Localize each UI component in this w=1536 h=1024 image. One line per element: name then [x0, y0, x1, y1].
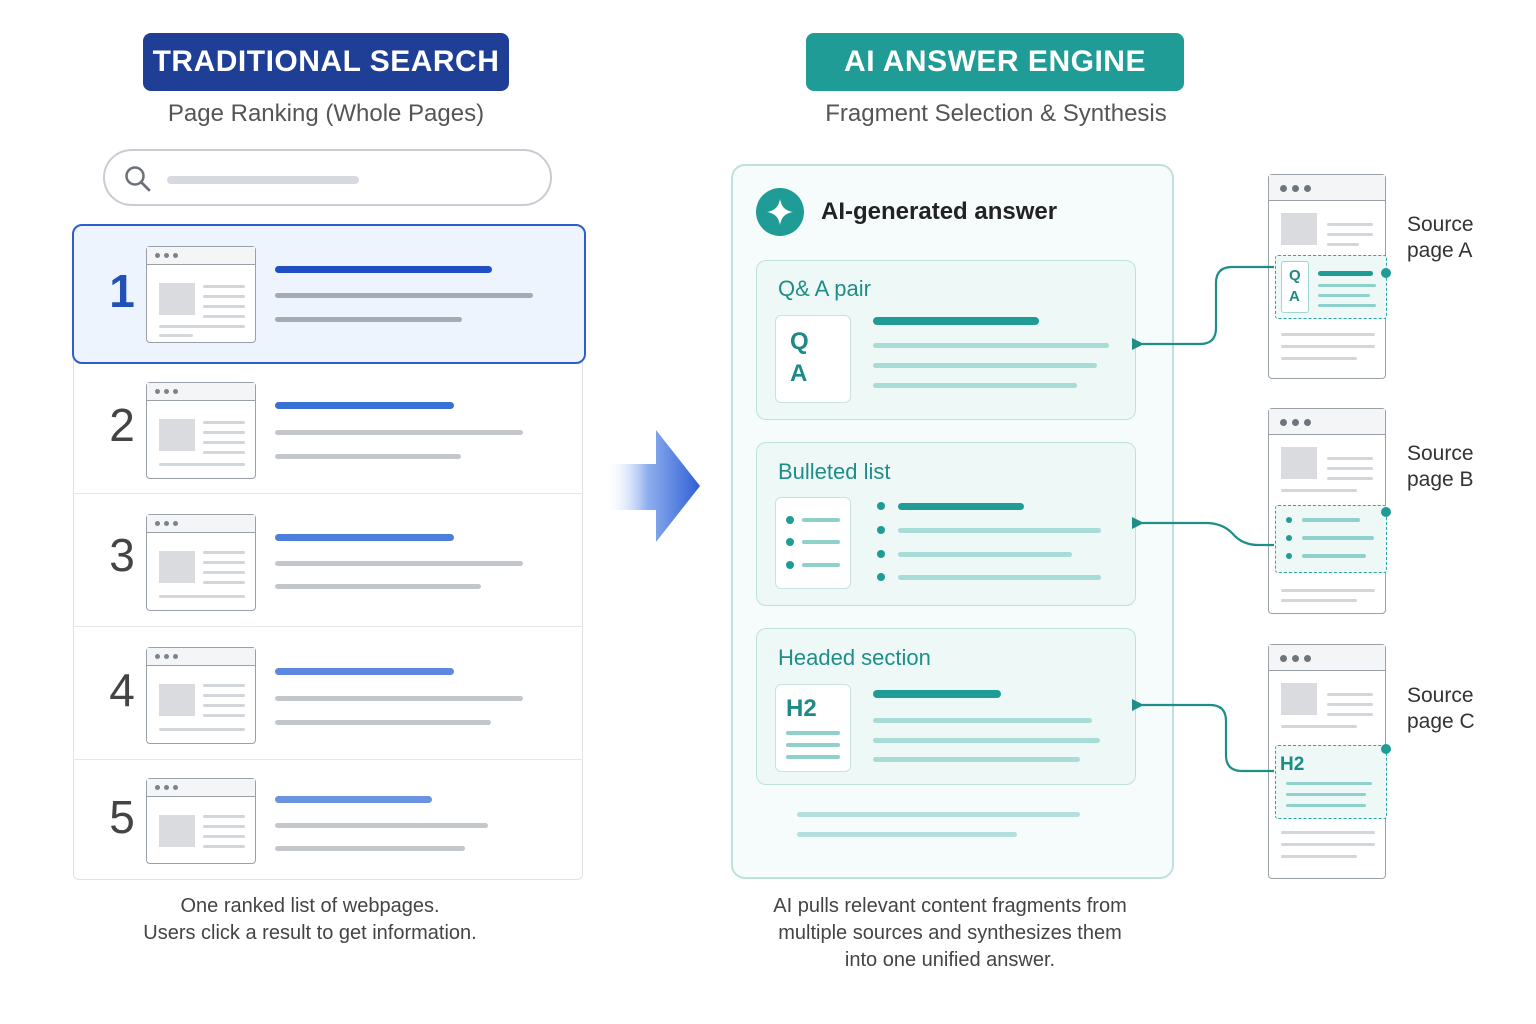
ai-caption: AI pulls relevant content fragments from… — [740, 893, 1160, 974]
source-a-fragment: Q A — [1275, 255, 1387, 319]
rank-number: 3 — [109, 529, 135, 581]
result-snippet-line — [275, 293, 533, 298]
card-label: Headed section — [778, 645, 931, 670]
traditional-caption: One ranked list of webpages. Users click… — [100, 893, 520, 947]
qa-mini-icon: Q A — [775, 315, 851, 403]
search-bar[interactable] — [103, 149, 552, 206]
result-title-line — [275, 266, 492, 273]
right-arrow-icon — [604, 430, 700, 542]
caption-line: AI pulls relevant content fragments from — [773, 895, 1127, 917]
source-c-fragment: H2 — [1275, 745, 1387, 819]
traditional-search-header: TRADITIONAL SEARCH — [143, 33, 509, 91]
card-heading-line — [873, 317, 1039, 325]
source-c-label: Source page C — [1407, 683, 1475, 735]
source-a-label: Source page A — [1407, 212, 1474, 264]
result-title-line — [275, 402, 454, 409]
h2-text: H2 — [786, 695, 817, 722]
webpage-thumbnail — [146, 514, 256, 611]
answer-summary-line — [797, 812, 1080, 817]
source-label-line: page B — [1407, 468, 1474, 491]
headed-section-card: Headed section H2 — [756, 628, 1136, 785]
rank-number: 4 — [109, 664, 135, 716]
caption-line: Users click a result to get information. — [143, 922, 477, 944]
source-label-line: Source — [1407, 442, 1474, 465]
source-page-a[interactable]: Q A — [1268, 174, 1387, 379]
q-letter: Q — [790, 328, 809, 355]
result-title-line — [275, 668, 454, 675]
webpage-thumbnail — [146, 382, 256, 479]
source-page-c[interactable]: H2 — [1268, 644, 1387, 879]
ai-answer-engine-header: AI ANSWER ENGINE — [806, 33, 1184, 91]
result-row-2[interactable]: 2 — [74, 366, 582, 494]
rank-number: 1 — [109, 265, 135, 317]
bullet-dot — [877, 502, 885, 510]
rank-number: 2 — [109, 399, 135, 451]
result-row-4[interactable]: 4 — [74, 627, 582, 760]
webpage-thumbnail — [146, 647, 256, 744]
bulleted-list-card: Bulleted list — [756, 442, 1136, 606]
card-text-line — [898, 528, 1101, 533]
search-icon — [125, 166, 151, 192]
caption-line: multiple sources and synthesizes them — [778, 922, 1122, 944]
source-b-label: Source page B — [1407, 441, 1474, 493]
result-title-line — [275, 534, 454, 541]
result-title-line — [275, 796, 432, 803]
fragment-a-letter: A — [1289, 288, 1300, 305]
result-snippet-line — [275, 561, 523, 566]
source-label-line: Source — [1407, 213, 1474, 236]
h2-mini-icon: H2 — [775, 684, 851, 772]
card-text-line — [873, 383, 1077, 388]
ranked-results-list: 1 2 3 — [72, 224, 586, 880]
caption-line: into one unified answer. — [844, 949, 1056, 971]
card-heading-line — [873, 690, 1001, 698]
card-text-line — [873, 718, 1092, 723]
result-snippet-line — [275, 720, 491, 725]
bullet-dot — [877, 550, 885, 558]
rank-number: 5 — [109, 791, 135, 843]
card-text-line — [873, 363, 1097, 368]
card-text-line — [898, 575, 1101, 580]
bullet-dot — [877, 526, 885, 534]
result-row-5[interactable]: 5 — [74, 760, 582, 880]
answer-summary-line — [797, 832, 1017, 837]
card-text-line — [873, 757, 1080, 762]
card-label: Bulleted list — [778, 459, 891, 484]
qa-pair-card: Q& A pair Q A — [756, 260, 1136, 420]
result-snippet-line — [275, 317, 462, 322]
result-snippet-line — [275, 454, 461, 459]
fragment-q-letter: Q — [1289, 267, 1301, 284]
source-page-b[interactable] — [1268, 408, 1387, 614]
result-snippet-line — [275, 823, 488, 828]
search-query-placeholder-line — [167, 176, 359, 184]
fragment-h2-text: H2 — [1280, 754, 1305, 775]
sparkle-icon — [756, 188, 804, 236]
source-label-line: page A — [1407, 239, 1473, 262]
source-b-fragment — [1275, 505, 1387, 573]
result-row-1[interactable]: 1 — [72, 224, 586, 364]
webpage-thumbnail — [146, 778, 256, 864]
webpage-thumbnail — [146, 246, 256, 343]
card-heading-line — [898, 503, 1024, 510]
result-snippet-line — [275, 846, 465, 851]
traditional-search-subtitle: Page Ranking (Whole Pages) — [167, 100, 485, 127]
card-text-line — [898, 552, 1072, 557]
card-label: Q& A pair — [778, 276, 871, 301]
result-snippet-line — [275, 430, 523, 435]
source-label-line: page C — [1407, 710, 1475, 733]
bullet-dot — [877, 573, 885, 581]
result-snippet-line — [275, 696, 523, 701]
card-text-line — [873, 738, 1100, 743]
ai-answer-engine-subtitle: Fragment Selection & Synthesis — [825, 100, 1167, 127]
a-letter: A — [790, 360, 808, 387]
caption-line: One ranked list of webpages. — [180, 895, 440, 917]
result-snippet-line — [275, 584, 481, 589]
ai-answer-title: AI-generated answer — [821, 198, 1058, 225]
result-row-3[interactable]: 3 — [74, 494, 582, 627]
source-label-line: Source — [1407, 684, 1474, 707]
card-text-line — [873, 343, 1109, 348]
bullet-list-mini-icon — [775, 497, 851, 589]
